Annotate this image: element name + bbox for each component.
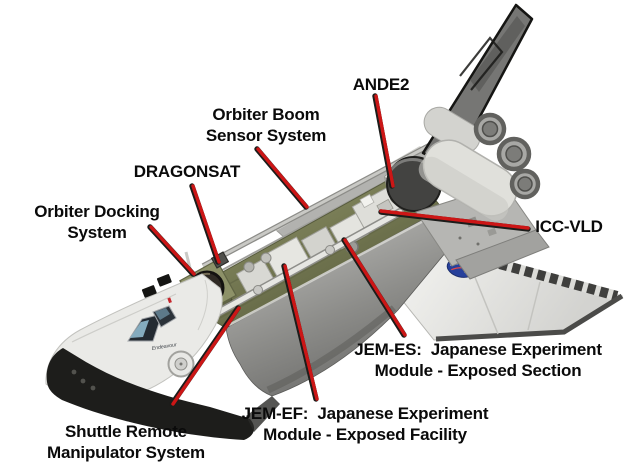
rcs-thruster-ports [141, 274, 172, 298]
main-engine-nozzles [473, 112, 541, 200]
leader-line-icc-vld [378, 209, 531, 232]
leader-line-jem-es [341, 237, 407, 338]
callout-label-jem-es: JEM-ES: Japanese Experiment Module - Exp… [354, 340, 602, 380]
callout-label-orbiter-boom-sensor-system: Orbiter Boom Sensor System [205, 105, 327, 145]
cockpit-windows [127, 305, 177, 342]
oms-pod [418, 106, 518, 221]
callout-label-dragonsat: DRAGONSAT [133, 162, 241, 181]
leader-line-dragonsat [189, 183, 221, 265]
nose-belly-tiles [46, 348, 255, 440]
leader-line-ande2 [372, 93, 395, 189]
hazard-marker [167, 297, 172, 304]
crew-cabin: Endeavour [45, 273, 280, 440]
crew-hatch [167, 350, 195, 378]
leader-line-obss [254, 146, 309, 210]
callout-label-orbiter-docking-system: Orbiter Docking System [34, 202, 160, 242]
callout-label-shuttle-remote-manipulator-system: Shuttle Remote Manipulator System [47, 422, 205, 462]
leader-lines [147, 93, 531, 407]
body-flap [455, 229, 550, 280]
rms-arm [208, 208, 404, 320]
callout-label-ande2: ANDE2 [352, 75, 410, 94]
leader-line-ods [147, 224, 196, 277]
vehicle-name-marking: Endeavour [151, 342, 177, 352]
callout-label-jem-ef: JEM-EF: Japanese Experiment Module - Exp… [241, 404, 489, 444]
callout-label-icc-vld: ICC-VLD [535, 217, 603, 236]
leader-line-jem-ef [281, 263, 319, 402]
leader-line-srms [169, 305, 241, 407]
